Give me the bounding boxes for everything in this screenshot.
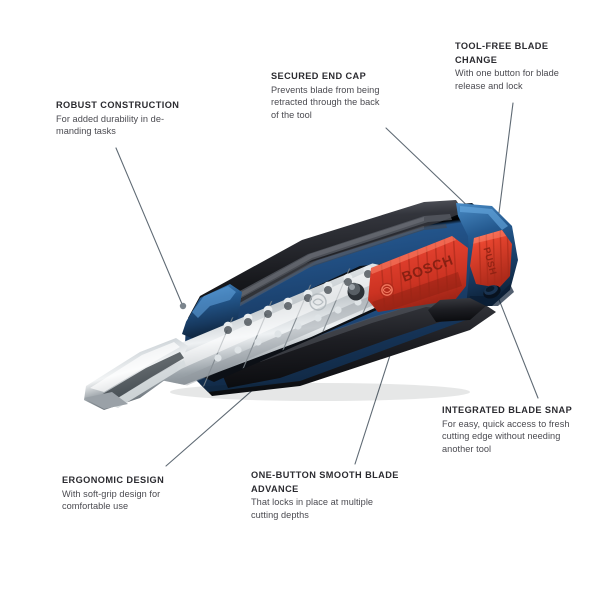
- callout-integrated-blade-snap: INTEGRATED BLADE SNAP For easy, quick ac…: [442, 404, 598, 455]
- end-cap-push-tab[interactable]: PUSH: [470, 220, 512, 290]
- callout-body-line: manding tasks: [56, 126, 116, 137]
- contact-shadow: [170, 383, 470, 401]
- leader-lines: [115, 102, 539, 467]
- callout-heading: ONE-BUTTON SMOOTH BLADE: [251, 470, 399, 480]
- callout-secured-end-cap: SECURED END CAP Prevents blade from bein…: [271, 70, 431, 121]
- callout-heading: ERGONOMIC DESIGN: [62, 475, 165, 485]
- dot-robust-construction: [179, 302, 187, 310]
- callout-one-button-smooth-blade-advance: ONE-BUTTON SMOOTH BLADE ADVANCE That loc…: [251, 469, 421, 521]
- callout-body-line: cutting edge without needing: [442, 431, 561, 442]
- callout-body-line: For added durability in de-: [56, 113, 165, 124]
- end-cap-shadow: [468, 284, 514, 306]
- callout-heading: INTEGRATED BLADE SNAP: [442, 405, 573, 415]
- callout-heading: SECURED END CAP: [271, 71, 367, 81]
- callout-body-line: With soft-grip design for: [62, 488, 161, 499]
- callout-body-line: Prevents blade from being: [271, 84, 380, 95]
- callout-heading: ADVANCE: [251, 483, 299, 494]
- callout-ergonomic-design: ERGONOMIC DESIGN With soft-grip design f…: [62, 474, 214, 513]
- rear-grip-wedge: [428, 298, 486, 322]
- leader-robust-construction: [115, 147, 183, 305]
- callout-heading: CHANGE: [455, 54, 498, 65]
- callout-body-line: cutting depths: [251, 509, 309, 520]
- callout-heading: TOOL-FREE BLADE: [455, 41, 549, 51]
- knife-body: BOSCH: [84, 200, 518, 410]
- blade: [150, 262, 395, 388]
- callout-body-line: release and lock: [455, 80, 523, 91]
- soft-grip-lower-pad: [222, 300, 460, 388]
- callout-body-line: retracted through the back: [271, 97, 380, 108]
- callout-tool-free-blade-change: TOOL-FREE BLADE CHANGE With one button f…: [455, 40, 595, 92]
- blade-advance-button[interactable]: BOSCH: [368, 230, 468, 314]
- callout-body-line: For easy, quick access to fresh: [442, 418, 570, 429]
- blade-snap-slot: [483, 285, 501, 299]
- front-nose-cap-highlight: [192, 286, 236, 318]
- callout-body-line: another tool: [442, 443, 492, 454]
- callout-heading: ROBUST CONSTRUCTION: [56, 100, 180, 110]
- callout-body-line: With one button for blade: [455, 68, 559, 79]
- callout-body-line: comfortable use: [62, 501, 129, 512]
- blade-tip: [84, 338, 188, 410]
- callout-body-line: That locks in place at multiple: [251, 497, 374, 508]
- callout-robust-construction: ROBUST CONSTRUCTION For added durability…: [56, 99, 206, 138]
- grip-texture: [216, 217, 424, 317]
- blade-plate-emblem: [309, 293, 327, 311]
- leader-integrated-blade-snap: [495, 291, 539, 399]
- end-cap-highlight: [460, 206, 508, 230]
- leader-secured-end-cap: [385, 127, 477, 215]
- callout-body-line: of the tool: [271, 109, 312, 120]
